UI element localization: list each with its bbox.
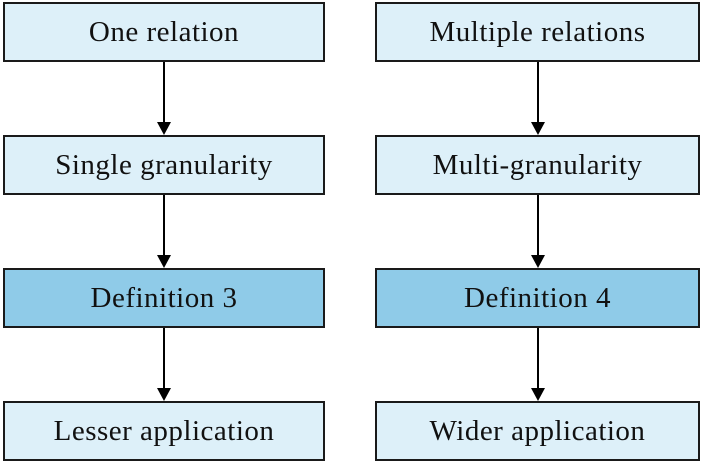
flow-box-multiple-relations: Multiple relations <box>375 2 700 62</box>
down-arrow-icon <box>375 328 700 401</box>
flow-box-definition-4: Definition 4 <box>375 268 700 328</box>
flow-box-single-granularity: Single granularity <box>3 135 325 195</box>
down-arrow-icon <box>3 195 325 268</box>
arrow-shaft <box>536 62 539 123</box>
flow-box-wider-application: Wider application <box>375 401 700 461</box>
flow-box-label: Lesser application <box>53 414 275 447</box>
arrow-shaft <box>163 328 165 389</box>
flow-box-one-relation: One relation <box>3 2 325 62</box>
flow-box-label: Definition 3 <box>90 281 238 314</box>
down-arrow-icon <box>375 195 700 268</box>
flow-box-label: Multi-granularity <box>432 148 643 181</box>
arrow-shaft <box>163 62 165 123</box>
flow-column-right: Multiple relations Multi-granularity Def… <box>375 2 700 461</box>
down-arrow-icon <box>3 62 325 135</box>
arrow-head <box>530 388 545 401</box>
flow-box-label: Multiple relations <box>429 15 646 48</box>
arrow-head <box>530 122 545 135</box>
flow-box-multi-granularity: Multi-granularity <box>375 135 700 195</box>
flow-box-definition-3: Definition 3 <box>3 268 325 328</box>
arrow-head <box>157 122 171 135</box>
flow-box-label: Wider application <box>429 414 646 447</box>
down-arrow-icon <box>375 62 700 135</box>
down-arrow-icon <box>3 328 325 401</box>
flow-column-left: One relation Single granularity Definiti… <box>3 2 325 461</box>
arrow-head <box>530 255 545 268</box>
arrow-head <box>157 255 171 268</box>
flow-box-label: One relation <box>88 15 240 48</box>
arrow-shaft <box>536 195 539 256</box>
arrow-shaft <box>163 195 165 256</box>
flow-box-label: Definition 4 <box>464 281 611 314</box>
flow-box-lesser-application: Lesser application <box>3 401 325 461</box>
flow-box-label: Single granularity <box>55 148 273 181</box>
arrow-head <box>157 388 171 401</box>
arrow-shaft <box>536 328 539 389</box>
